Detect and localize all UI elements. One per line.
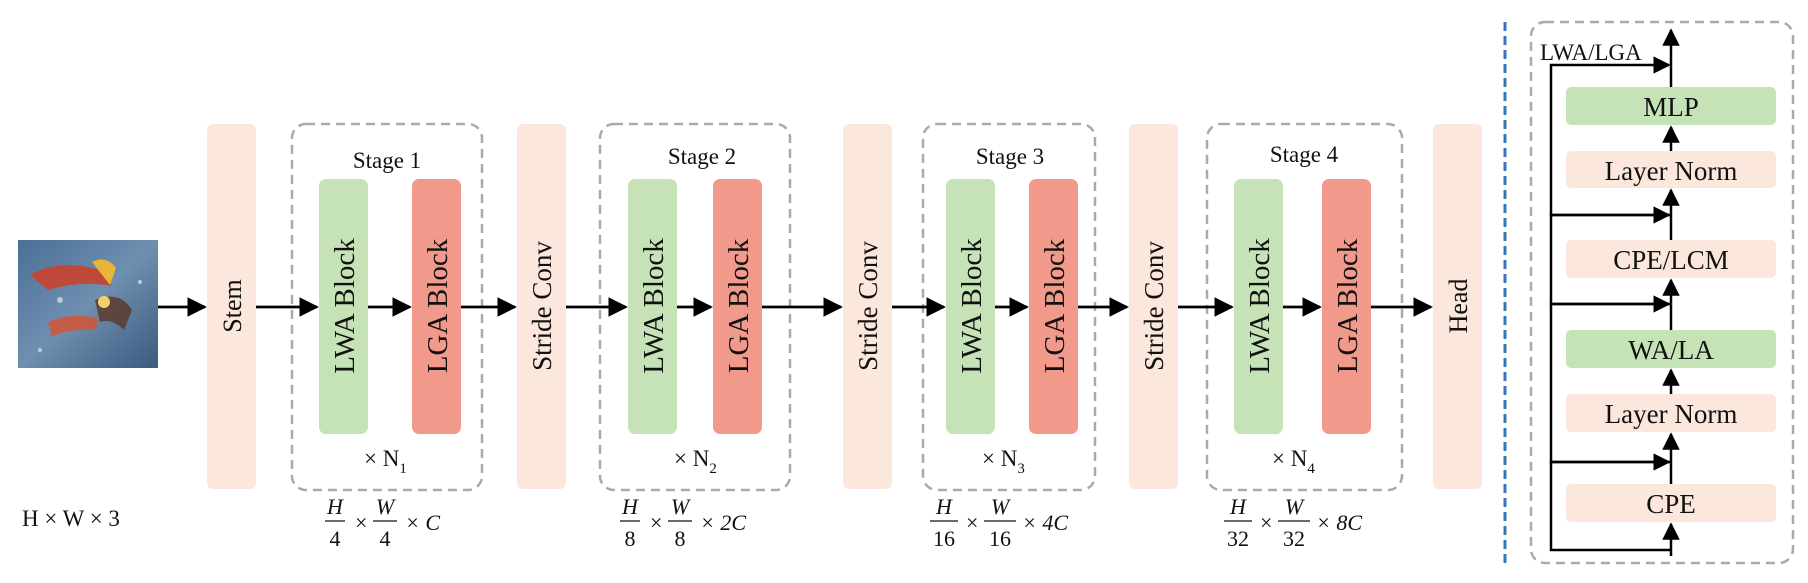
stage-2-lga-block [713, 179, 762, 434]
svg-text:4: 4 [330, 526, 341, 551]
svg-text:×: × [1260, 510, 1272, 535]
stage-1-lwa-label: LWA Block [329, 238, 361, 374]
svg-text:× C: × C [405, 510, 440, 535]
stage-3-lwa-block [946, 179, 995, 434]
stride-conv-3-label: Stride Conv [1139, 241, 1169, 371]
shape-annotation-2: H 8 × W 8 × 2C [620, 494, 746, 551]
stage-2-lwa-block [628, 179, 677, 434]
svg-text:× 2C: × 2C [700, 510, 746, 535]
layer-norm-2-label: Layer Norm [1605, 156, 1738, 186]
svg-text:× 8C: × 8C [1316, 510, 1362, 535]
stage-4-repeat: × N4 [1272, 446, 1315, 477]
svg-text:H: H [621, 494, 639, 519]
svg-text:H: H [326, 494, 344, 519]
layer-norm-1-box [1566, 394, 1776, 432]
svg-text:H: H [935, 494, 953, 519]
shape-annotation-4: H 32 × W 32 × 8C [1224, 494, 1362, 551]
stage-1-lga-block [412, 179, 461, 434]
stage-4-lwa-block [1234, 179, 1283, 434]
stride-conv-2-block [843, 124, 892, 489]
svg-text:×: × [966, 510, 978, 535]
stage-4-title: Stage 4 [1270, 142, 1339, 167]
svg-text:4: 4 [380, 526, 391, 551]
svg-text:W: W [1285, 494, 1305, 519]
mlp-box [1566, 87, 1776, 125]
wa-la-label: WA/LA [1628, 335, 1714, 365]
stage-2-lwa-label: LWA Block [638, 238, 670, 374]
svg-text:W: W [991, 494, 1011, 519]
svg-text:×: × [650, 510, 662, 535]
cpe-label: CPE [1646, 489, 1696, 519]
stage-1-lwa-block [319, 179, 368, 434]
head-label: Head [1444, 279, 1473, 334]
stage-3-repeat: × N3 [982, 446, 1025, 477]
stage-3-lga-label: LGA Block [1039, 238, 1071, 373]
stage-4-lga-label: LGA Block [1332, 238, 1364, 373]
input-image [18, 240, 158, 368]
cpe-lcm-label: CPE/LCM [1613, 245, 1729, 275]
stage-2-lga-label: LGA Block [723, 238, 755, 373]
layer-norm-1-label: Layer Norm [1605, 399, 1738, 429]
stride-conv-1-label: Stride Conv [527, 241, 557, 371]
svg-text:× 4C: × 4C [1022, 510, 1068, 535]
cpe-box [1566, 484, 1776, 522]
stem-label: Stem [218, 279, 247, 332]
stage-1-repeat: × N1 [364, 446, 407, 477]
svg-text:×: × [355, 510, 367, 535]
stem-block [207, 124, 256, 489]
svg-text:W: W [671, 494, 691, 519]
input-dims-label: H × W × 3 [22, 506, 120, 531]
cpe-lcm-box [1566, 240, 1776, 278]
stage-3-lwa-label: LWA Block [956, 238, 988, 374]
stage-2-title: Stage 2 [668, 144, 736, 169]
block-detail-title: LWA/LGA [1540, 40, 1642, 65]
mlp-label: MLP [1643, 92, 1699, 122]
svg-text:8: 8 [625, 526, 636, 551]
stage-2-repeat: × N2 [674, 446, 717, 477]
shape-annotation-1: H 4 × W 4 × C [325, 494, 440, 551]
svg-text:32: 32 [1283, 526, 1305, 551]
stride-conv-3-block [1129, 124, 1178, 489]
svg-text:32: 32 [1227, 526, 1249, 551]
head-block [1433, 124, 1482, 489]
block-detail-panel [1529, 20, 1795, 565]
stage-3-title: Stage 3 [976, 144, 1044, 169]
stride-conv-2-label: Stride Conv [853, 241, 883, 371]
stage-1-lga-label: LGA Block [422, 238, 454, 373]
stage-4-lga-block [1322, 179, 1371, 434]
residual-around-mlp [1549, 56, 1671, 217]
stage-3-lga-block [1029, 179, 1078, 434]
shape-annotation-3: H 16 × W 16 × 4C [930, 494, 1068, 551]
svg-text:16: 16 [933, 526, 955, 551]
stage-4-lwa-label: LWA Block [1244, 238, 1276, 374]
svg-text:8: 8 [675, 526, 686, 551]
residual-connections [1549, 56, 1671, 552]
residual-around-wala [1549, 295, 1671, 464]
stride-conv-1-block [517, 124, 566, 489]
svg-text:16: 16 [989, 526, 1011, 551]
wa-la-box [1566, 330, 1776, 368]
svg-text:W: W [376, 494, 396, 519]
layer-norm-2-box [1566, 151, 1776, 188]
stage-1-title: Stage 1 [353, 148, 421, 173]
svg-text:H: H [1229, 494, 1247, 519]
